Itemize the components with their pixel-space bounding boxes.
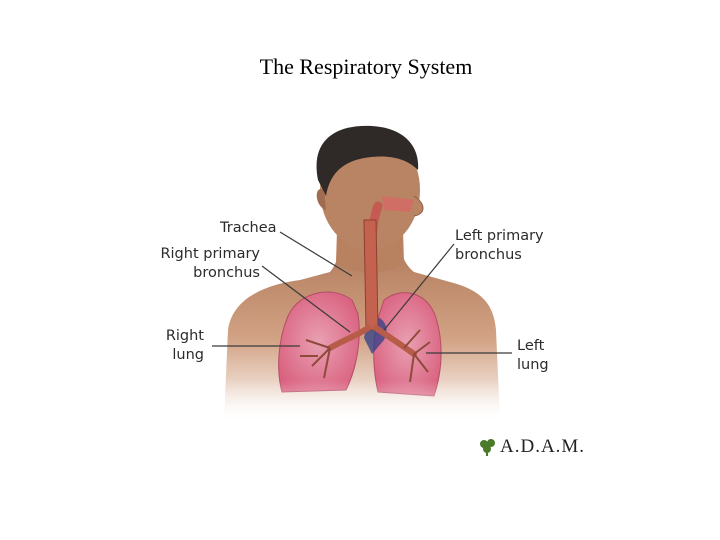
trachea-label-line: Trachea [220, 220, 277, 236]
right-lung-line-1: Right [165, 328, 204, 344]
right-bronchus-pointer [261, 265, 351, 333]
right-lung-line-2: lung [172, 347, 204, 363]
trachea [363, 219, 379, 331]
left-bronchus-pointer [383, 243, 455, 331]
left-lung-line-1: Left [517, 338, 545, 354]
leaf-icon [480, 439, 495, 456]
right-lung-label: Right lung [150, 327, 204, 365]
right-primary-bronchus-line-2: bronchus [193, 265, 260, 281]
right-lung [278, 291, 360, 393]
hair [316, 125, 419, 196]
nasal-cavity [382, 196, 414, 212]
left-primary-bronchus-line-1: Left primary [455, 228, 544, 244]
bronchioles [300, 329, 431, 383]
left-primary-bronchus-label: Left primary bronchus [455, 227, 544, 265]
pointer-lines [212, 231, 512, 354]
ear [316, 188, 326, 210]
left-lung-line-2: lung [517, 357, 549, 373]
trachea-pointer [279, 231, 353, 277]
adam-logo: A.D.A.M. [478, 436, 585, 458]
right-primary-bronchus-line-1: Right primary [160, 246, 260, 262]
trachea-label: Trachea [220, 219, 277, 238]
left-primary-bronchus-line-2: bronchus [455, 247, 522, 263]
bottom-fade [220, 380, 510, 430]
logo-text: A.D.A.M. [500, 436, 586, 457]
left-lung-label: Left lung [517, 337, 549, 375]
left-primary-bronchus [373, 325, 417, 357]
nose [413, 195, 424, 217]
right-primary-bronchus-label: Right primary bronchus [150, 245, 260, 283]
right-primary-bronchus [327, 325, 371, 351]
diagram-title: The Respiratory System [259, 54, 473, 79]
